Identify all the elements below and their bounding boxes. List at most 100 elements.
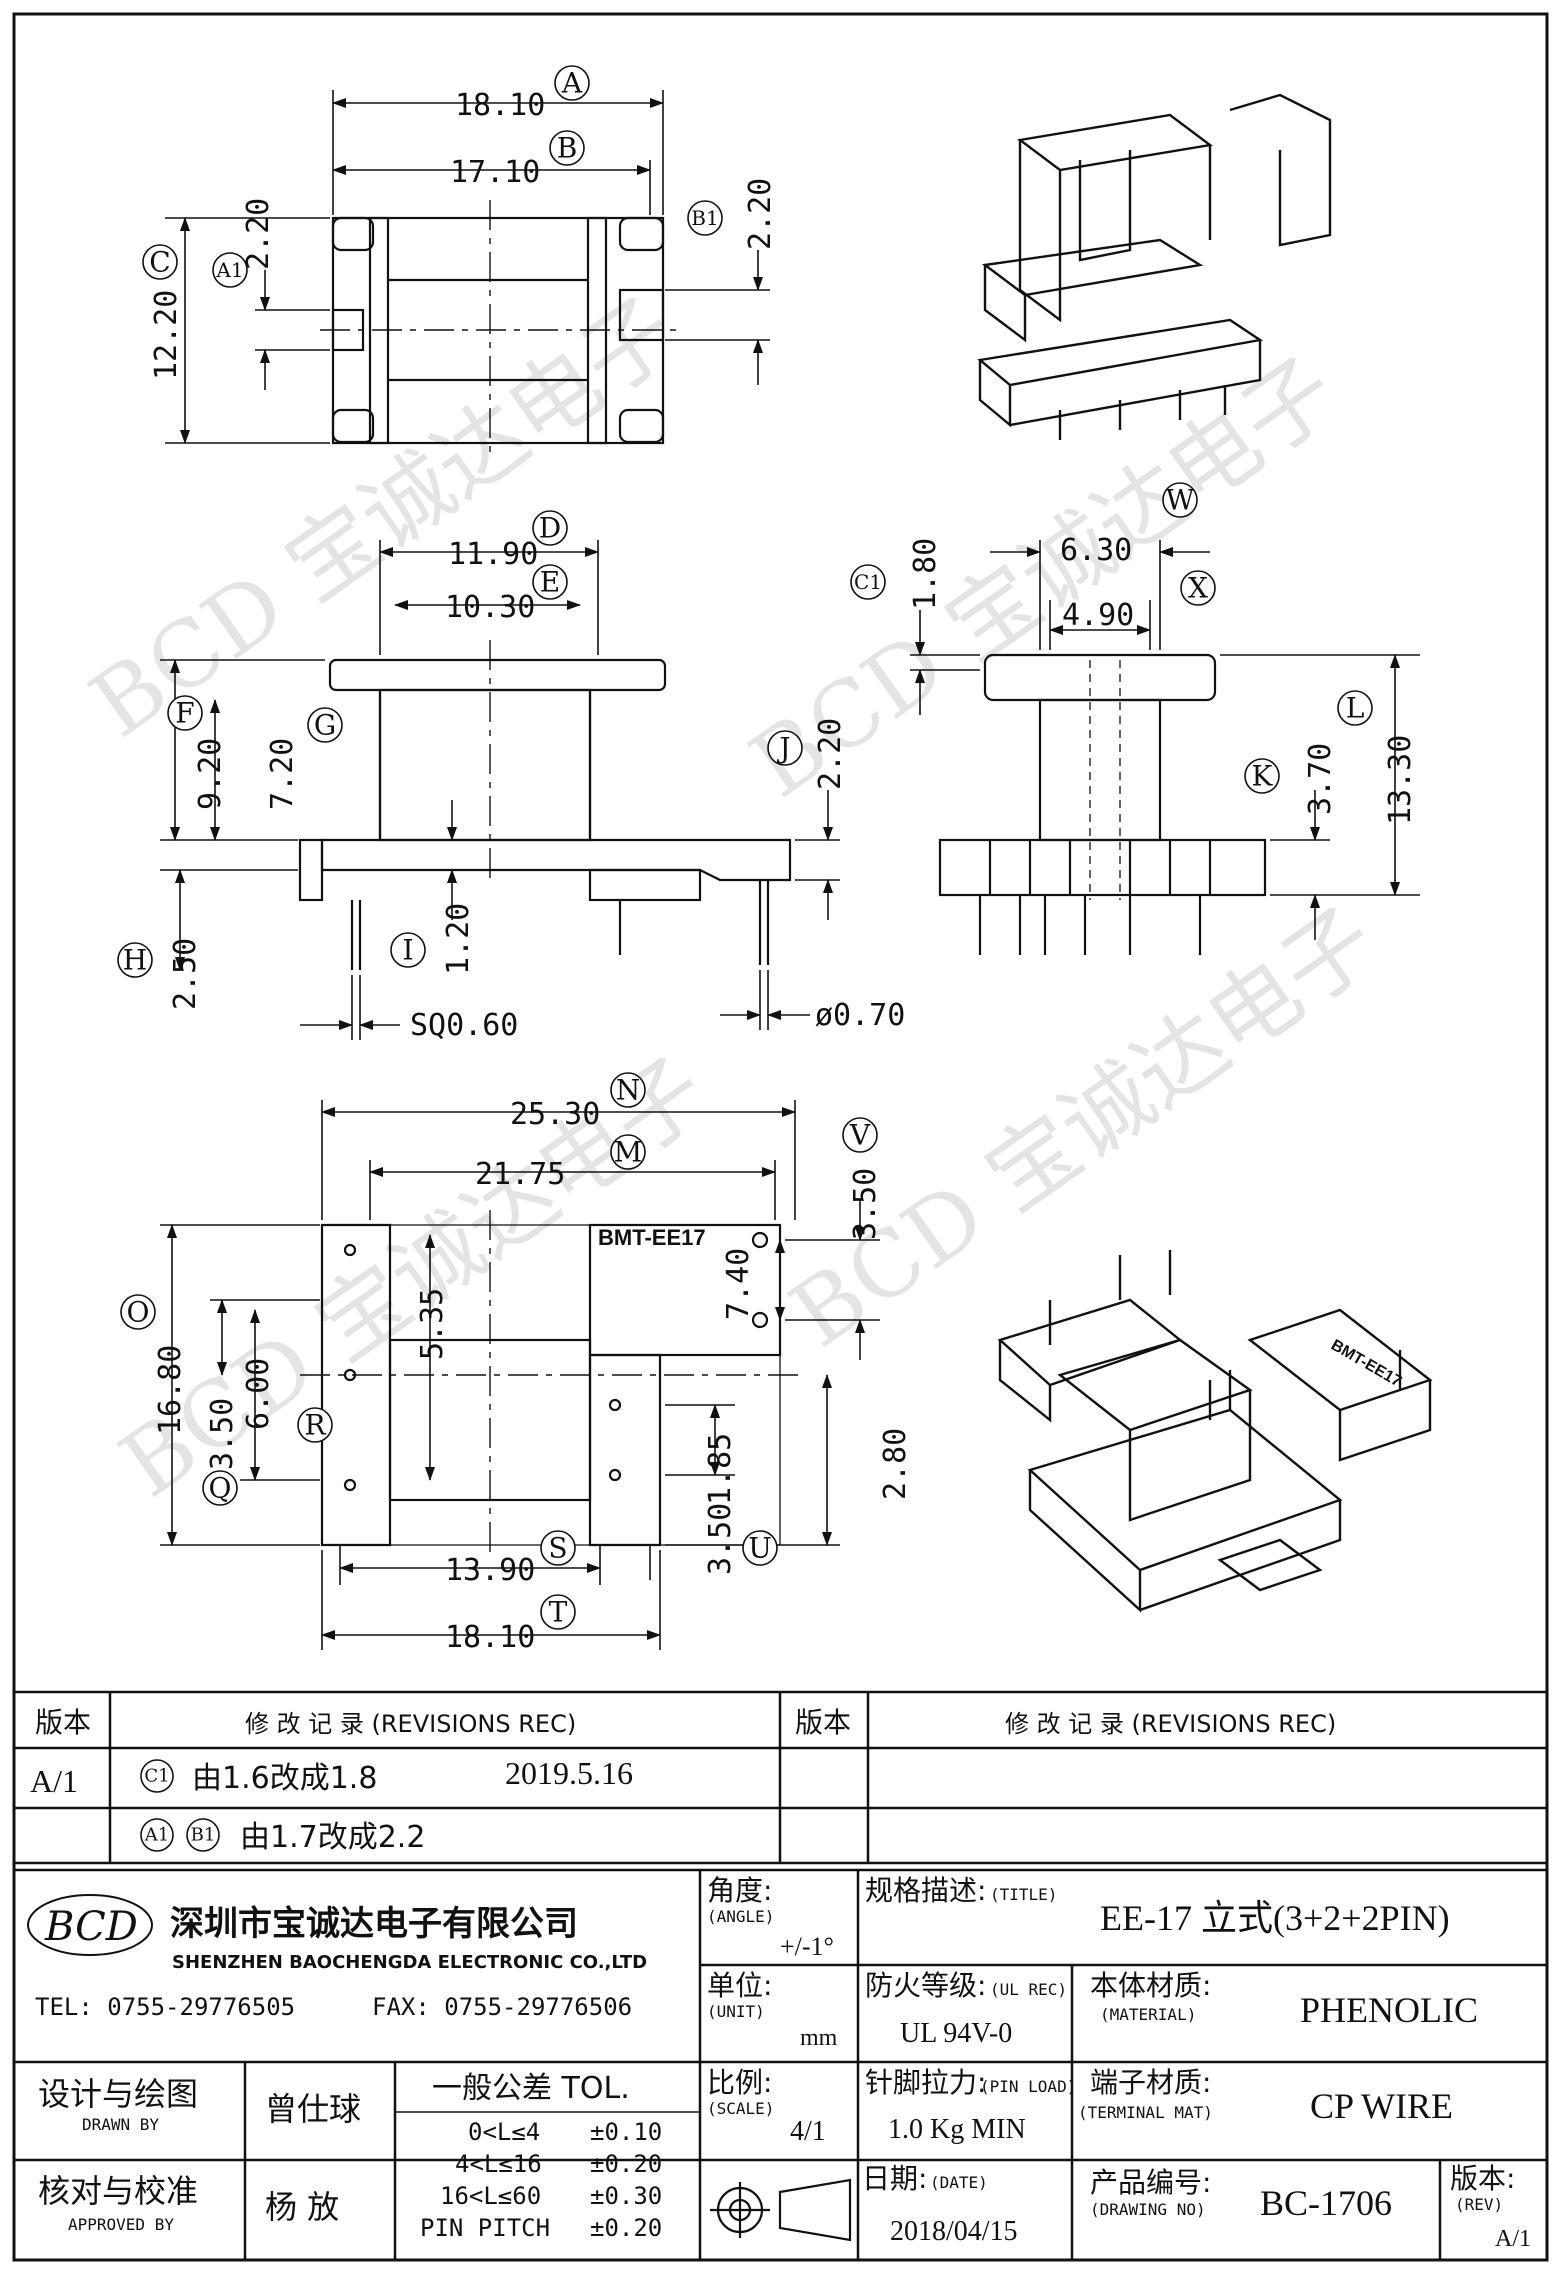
svg-text:13.90: 13.90 bbox=[445, 1553, 535, 1588]
company-fax: FAX: 0755-29776506 bbox=[372, 1993, 632, 2021]
svg-text:±0.20: ±0.20 bbox=[590, 2150, 662, 2178]
svg-text:F: F bbox=[175, 697, 194, 730]
svg-text:BC-1706: BC-1706 bbox=[1260, 2183, 1392, 2223]
svg-text:规格描述:: 规格描述: bbox=[865, 1874, 986, 1907]
svg-text:7.40: 7.40 bbox=[721, 1248, 756, 1320]
svg-text:曾仕球: 曾仕球 bbox=[265, 2090, 361, 2128]
svg-text:ø0.70: ø0.70 bbox=[815, 998, 905, 1033]
svg-text:16<L≤60: 16<L≤60 bbox=[440, 2182, 541, 2210]
svg-text:S: S bbox=[548, 1532, 567, 1565]
bottom-view-dim-text: 25.30 N 21.75 M 3.50 V 7.40 5.35 16.80 O… bbox=[120, 1072, 913, 1655]
company-name-cn: 深圳市宝诚达电子有限公司 bbox=[170, 1904, 578, 1944]
svg-text:13.30: 13.30 bbox=[1383, 735, 1418, 825]
svg-text:16.80: 16.80 bbox=[153, 1345, 188, 1435]
svg-text:J: J bbox=[776, 732, 790, 765]
svg-text:一般公差 TOL.: 一般公差 TOL. bbox=[432, 2071, 630, 2106]
svg-text:(MATERIAL): (MATERIAL) bbox=[1100, 2005, 1196, 2024]
svg-text:(REV): (REV) bbox=[1455, 2195, 1503, 2214]
svg-text:CP WIRE: CP WIRE bbox=[1310, 2086, 1453, 2126]
svg-text:DRAWN BY: DRAWN BY bbox=[82, 2115, 159, 2134]
svg-text:PHENOLIC: PHENOLIC bbox=[1300, 1990, 1478, 2030]
bottom-view-dims bbox=[160, 1100, 880, 1650]
company-logo: BCD bbox=[44, 1904, 138, 1950]
svg-text:产品编号:: 产品编号: bbox=[1090, 2166, 1211, 2199]
svg-text:3.50: 3.50 bbox=[848, 1168, 883, 1240]
svg-text:21.75: 21.75 bbox=[475, 1157, 565, 1192]
svg-text:1.0 Kg MIN: 1.0 Kg MIN bbox=[888, 2114, 1026, 2145]
svg-text:M: M bbox=[614, 1136, 643, 1169]
svg-text:A: A bbox=[561, 67, 583, 100]
svg-text:版本: 版本 bbox=[35, 1706, 91, 1739]
revision-text: 版本 修 改 记 录 (REVISIONS REC) 版本 修 改 记 录 (R… bbox=[30, 1706, 1336, 1855]
svg-text:4/1: 4/1 bbox=[790, 2116, 826, 2147]
front-view-dim-text: 11.90 D 10.30 E 9.20 F 7.20 G 2.50 H 1.2… bbox=[117, 510, 905, 1043]
svg-text:A1: A1 bbox=[215, 258, 243, 282]
top-view bbox=[320, 200, 680, 460]
svg-text:3.70: 3.70 bbox=[1303, 743, 1338, 815]
svg-text:BCD 宝诚达电子: BCD 宝诚达电子 bbox=[102, 1038, 725, 1518]
side-view-dims bbox=[910, 540, 1420, 940]
svg-text:T: T bbox=[549, 1596, 568, 1629]
company-block: BCD 深圳市宝诚达电子有限公司 SHENZHEN BAOCHENGDA ELE… bbox=[27, 1894, 647, 2021]
svg-text:1.20: 1.20 bbox=[441, 903, 476, 975]
svg-text:G: G bbox=[314, 709, 336, 742]
svg-text:U: U bbox=[748, 1532, 772, 1565]
svg-text:2018/04/15: 2018/04/15 bbox=[890, 2216, 1018, 2247]
svg-text:C1: C1 bbox=[144, 1766, 169, 1787]
svg-text:5.35: 5.35 bbox=[415, 1288, 450, 1360]
top-view-dim-text: 18.10 A 17.10 B 12.20 C 2.20 A1 2.20 B1 bbox=[142, 65, 778, 380]
svg-text:6.30: 6.30 bbox=[1060, 533, 1132, 568]
svg-text:EE-17 立式(3+2+2PIN): EE-17 立式(3+2+2PIN) bbox=[1100, 1898, 1450, 1938]
svg-text:3.50: 3.50 bbox=[703, 1503, 738, 1575]
title-block-fields: 角度: (ANGLE) +/-1° 规格描述: (TITLE) EE-17 立式… bbox=[38, 1874, 1531, 2252]
sheet-border bbox=[12, 12, 1549, 2262]
svg-text:10.30: 10.30 bbox=[445, 590, 535, 625]
svg-text:比例:: 比例: bbox=[707, 2066, 772, 2099]
svg-text:SQ0.60: SQ0.60 bbox=[410, 1008, 518, 1043]
top-view-dims bbox=[165, 90, 770, 444]
svg-text:W: W bbox=[1166, 484, 1195, 517]
svg-text:2.20: 2.20 bbox=[743, 178, 778, 250]
svg-text:修 改 记 录 (REVISIONS REC): 修 改 记 录 (REVISIONS REC) bbox=[245, 1710, 576, 1738]
svg-text:6.00: 6.00 bbox=[241, 1358, 276, 1430]
svg-text:9.20: 9.20 bbox=[193, 738, 228, 810]
svg-text:核对与校准: 核对与校准 bbox=[38, 2172, 198, 2210]
svg-text:7.20: 7.20 bbox=[265, 738, 300, 810]
svg-text:2019.5.16: 2019.5.16 bbox=[505, 1755, 633, 1791]
svg-text:单位:: 单位: bbox=[707, 1969, 772, 2002]
svg-text:(SCALE): (SCALE) bbox=[707, 2099, 774, 2118]
company-tel: TEL: 0755-29776505 bbox=[35, 1993, 295, 2021]
svg-text:(TITLE): (TITLE) bbox=[990, 1885, 1057, 1904]
svg-text:由1.6改成1.8: 由1.6改成1.8 bbox=[192, 1761, 377, 1796]
revision-table bbox=[14, 1690, 1547, 1865]
svg-text:L: L bbox=[1346, 692, 1365, 725]
svg-text:K: K bbox=[1252, 760, 1274, 793]
svg-text:3.50: 3.50 bbox=[205, 1398, 240, 1470]
svg-text:25.30: 25.30 bbox=[510, 1097, 600, 1132]
svg-text:E: E bbox=[540, 566, 560, 599]
svg-text:APPROVED BY: APPROVED BY bbox=[68, 2215, 174, 2234]
svg-text:防火等级:: 防火等级: bbox=[865, 1969, 986, 2002]
svg-text:X: X bbox=[1188, 572, 1208, 605]
isometric-bottom bbox=[997, 1250, 1433, 1613]
svg-text:端子材质:: 端子材质: bbox=[1090, 2066, 1211, 2099]
svg-text:±0.20: ±0.20 bbox=[590, 2214, 662, 2242]
svg-text:B1: B1 bbox=[691, 206, 718, 230]
part-marking: BMT-EE17 bbox=[598, 1225, 706, 1250]
svg-text:(UL REC): (UL REC) bbox=[990, 1980, 1067, 1999]
svg-text:版本: 版本 bbox=[795, 1706, 851, 1739]
svg-text:mm: mm bbox=[800, 2025, 838, 2051]
svg-text:0<L≤4: 0<L≤4 bbox=[468, 2118, 540, 2146]
svg-text:12.20: 12.20 bbox=[149, 290, 184, 380]
svg-text:设计与绘图: 设计与绘图 bbox=[38, 2075, 198, 2113]
svg-text:修 改 记 录 (REVISIONS REC): 修 改 记 录 (REVISIONS REC) bbox=[1005, 1710, 1336, 1738]
svg-text:A/1: A/1 bbox=[1495, 2226, 1531, 2252]
svg-text:角度:: 角度: bbox=[707, 1874, 772, 1907]
svg-text:本体材质:: 本体材质: bbox=[1090, 1969, 1211, 2002]
svg-text:C: C bbox=[149, 246, 170, 279]
projection-symbol bbox=[710, 2178, 852, 2242]
svg-text:(DATE): (DATE) bbox=[930, 2173, 988, 2192]
svg-text:2.20: 2.20 bbox=[241, 198, 276, 270]
svg-text:(TERMINAL MAT): (TERMINAL MAT) bbox=[1078, 2103, 1213, 2122]
svg-text:PIN PITCH: PIN PITCH bbox=[420, 2214, 550, 2242]
